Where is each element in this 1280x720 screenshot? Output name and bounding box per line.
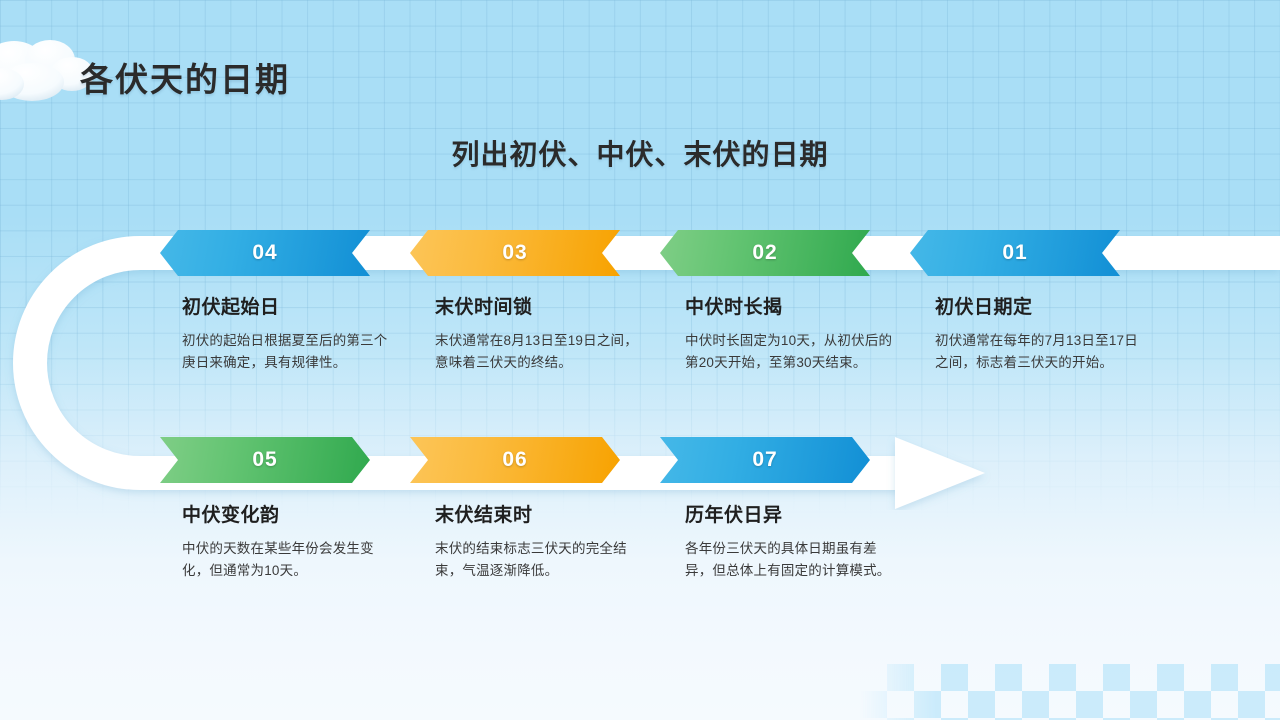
chevron-step-01[interactable]: 01 (910, 230, 1120, 276)
chevron-number: 02 (752, 241, 778, 264)
chevron-step-04[interactable]: 04 (160, 230, 370, 276)
detail-heading: 历年伏日异 (685, 505, 783, 526)
detail-body: 初伏通常在每年的7月13日至17日之间，标志着三伏天的开始。 (935, 333, 1138, 371)
detail-block-07: 历年伏日异 各年份三伏天的具体日期虽有差异，但总体上有固定的计算模式。 (685, 500, 901, 583)
page-subtitle: 列出初伏、中伏、末伏的日期 (451, 139, 829, 170)
chevron-number: 05 (252, 448, 278, 471)
detail-block-04: 初伏起始日 初伏的起始日根据夏至后的第三个庚日来确定，具有规律性。 (182, 292, 398, 375)
chevron-step-02[interactable]: 02 (660, 230, 870, 276)
chevron-step-07[interactable]: 07 (660, 437, 870, 483)
chevron-number: 01 (1002, 241, 1028, 264)
detail-body: 中伏时长固定为10天，从初伏后的第20天开始，至第30天结束。 (685, 333, 893, 371)
detail-block-01: 初伏日期定 初伏通常在每年的7月13日至17日之间，标志着三伏天的开始。 (935, 292, 1151, 375)
detail-body: 初伏的起始日根据夏至后的第三个庚日来确定，具有规律性。 (182, 333, 388, 371)
detail-heading: 初伏日期定 (935, 297, 1033, 318)
detail-heading: 末伏时间锁 (435, 297, 533, 318)
detail-block-06: 末伏结束时 末伏的结束标志三伏天的完全结束，气温逐渐降低。 (435, 500, 651, 583)
chevron-number: 06 (502, 448, 528, 471)
cloud-icon (0, 40, 94, 101)
detail-block-05: 中伏变化韵 中伏的天数在某些年份会发生变化，但通常为10天。 (182, 500, 398, 583)
detail-body: 末伏通常在8月13日至19日之间，意味着三伏天的终结。 (435, 333, 638, 371)
detail-heading: 末伏结束时 (435, 505, 533, 526)
chevron-number: 07 (752, 448, 778, 471)
detail-block-03: 末伏时间锁 末伏通常在8月13日至19日之间，意味着三伏天的终结。 (435, 292, 651, 375)
detail-body: 末伏的结束标志三伏天的完全结束，气温逐渐降低。 (435, 541, 627, 579)
detail-body: 各年份三伏天的具体日期虽有差异，但总体上有固定的计算模式。 (685, 541, 891, 579)
page-title: 各伏天的日期 (80, 61, 290, 98)
detail-block-02: 中伏时长揭 中伏时长固定为10天，从初伏后的第20天开始，至第30天结束。 (685, 292, 901, 375)
chevron-number: 04 (252, 241, 278, 264)
detail-body: 中伏的天数在某些年份会发生变化，但通常为10天。 (182, 541, 374, 579)
chevron-step-06[interactable]: 06 (410, 437, 620, 483)
chevron-step-05[interactable]: 05 (160, 437, 370, 483)
detail-heading: 初伏起始日 (182, 297, 280, 318)
detail-heading: 中伏时长揭 (685, 297, 783, 318)
chevron-step-03[interactable]: 03 (410, 230, 620, 276)
chevron-number: 03 (502, 241, 528, 264)
checkerboard-pattern (860, 664, 1280, 720)
detail-heading: 中伏变化韵 (182, 505, 280, 526)
